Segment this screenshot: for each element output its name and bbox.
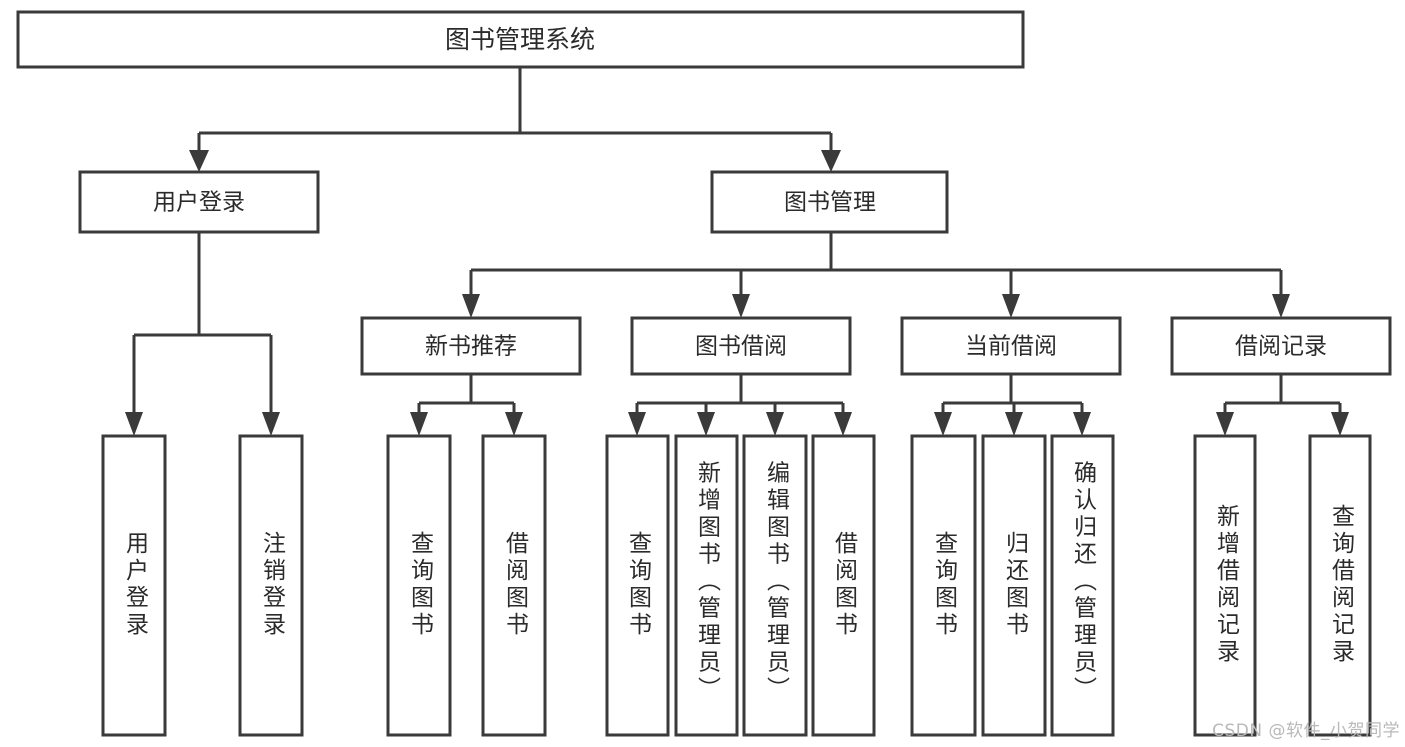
leaf-borrow-book-rec[interactable]: 借阅图书 <box>481 434 547 737</box>
user-login-box[interactable] <box>78 170 320 234</box>
leaf-user-login[interactable]: 用户登录 <box>101 434 167 737</box>
leaf-query-book-current-label: 查询图书 <box>931 531 959 639</box>
connector-group-book-borrow <box>628 374 852 436</box>
leaf-add-borrow-record-box[interactable] <box>1193 434 1257 737</box>
current-borrow-box[interactable] <box>900 316 1122 376</box>
borrow-record-label: 借阅记录 <box>1235 334 1327 360</box>
leaf-borrow-book-borrow[interactable]: 借阅图书 <box>811 434 876 737</box>
leaf-add-book-admin[interactable]: 新增图书（管理员） <box>674 434 739 737</box>
node-book-borrow[interactable]: 图书借阅 <box>630 316 852 376</box>
leaf-return-book-label: 归还图书 <box>1002 531 1030 639</box>
current-borrow-label: 当前借阅 <box>965 334 1057 360</box>
arrowhead-leaf-user-login <box>125 412 143 436</box>
leaf-user-login-box[interactable] <box>101 434 167 737</box>
leaf-edit-book-admin-box[interactable] <box>742 434 808 737</box>
leaf-query-book-borrow-label: 查询图书 <box>625 531 653 639</box>
user-login-label: 用户登录 <box>153 190 245 216</box>
leaf-query-book-rec-label: 查询图书 <box>407 531 435 639</box>
connector-group-book-mgmt <box>462 232 1290 318</box>
leaf-confirm-return-admin-box[interactable] <box>1050 434 1115 737</box>
arrowhead-new-book-rec <box>462 294 480 318</box>
arrowhead-leaf-edit-book <box>766 412 784 436</box>
leaf-query-borrow-record-label: 查询借阅记录 <box>1328 504 1356 666</box>
node-root-system[interactable]: 图书管理系统 <box>16 10 1025 69</box>
arrowhead-leaf-add-record <box>1216 412 1234 436</box>
leaf-user-login-label: 用户登录 <box>122 531 150 639</box>
arrowhead-leaf-borrow-book-2 <box>834 412 852 436</box>
arrowhead-user-login <box>189 150 209 172</box>
leaf-query-borrow-record[interactable]: 查询借阅记录 <box>1308 434 1372 737</box>
arrowhead-book-mgmt <box>821 150 841 172</box>
arrowhead-leaf-query-book-3 <box>934 412 952 436</box>
connector-group-borrow-record <box>1216 374 1349 436</box>
arrowhead-leaf-query-book-1 <box>410 412 428 436</box>
leaf-logout-label: 注销登录 <box>259 531 287 639</box>
leaf-return-book-box[interactable] <box>981 434 1047 737</box>
leaf-query-book-rec[interactable]: 查询图书 <box>386 434 452 737</box>
leaf-confirm-return-admin-label: 确认归还（管理员） <box>1070 461 1098 704</box>
book-borrow-label: 图书借阅 <box>695 334 787 360</box>
leaf-borrow-book-borrow-label: 借阅图书 <box>831 531 859 639</box>
borrow-record-box[interactable] <box>1170 316 1392 376</box>
leaf-query-borrow-record-box[interactable] <box>1308 434 1372 737</box>
leaf-query-book-borrow[interactable]: 查询图书 <box>605 434 670 737</box>
leaf-add-borrow-record[interactable]: 新增借阅记录 <box>1193 434 1257 737</box>
leaf-add-borrow-record-label: 新增借阅记录 <box>1213 504 1241 666</box>
connector-group-user-login <box>125 232 280 436</box>
arrowhead-leaf-add-book <box>697 412 715 436</box>
new-book-recommend-box[interactable] <box>360 316 582 376</box>
book-management-box[interactable] <box>710 170 949 234</box>
connector-group-new-book-rec <box>410 374 523 436</box>
arrowhead-leaf-borrow-book-1 <box>505 412 523 436</box>
node-new-book-recommend[interactable]: 新书推荐 <box>360 316 582 376</box>
arrowhead-leaf-query-record <box>1331 412 1349 436</box>
leaf-edit-book-admin-label: 编辑图书（管理员） <box>763 461 791 704</box>
connector-group-current-borrow <box>934 374 1091 436</box>
new-book-recommend-label: 新书推荐 <box>425 334 517 360</box>
node-book-management[interactable]: 图书管理 <box>710 170 949 234</box>
arrowhead-current-borrow <box>1002 294 1020 318</box>
connector-group-root <box>189 67 841 172</box>
arrowhead-borrow-record <box>1272 294 1290 318</box>
leaf-query-book-current[interactable]: 查询图书 <box>910 434 977 737</box>
leaf-query-book-borrow-box[interactable] <box>605 434 670 737</box>
leaf-edit-book-admin[interactable]: 编辑图书（管理员） <box>742 434 808 737</box>
leaf-query-book-rec-box[interactable] <box>386 434 452 737</box>
leaf-borrow-book-rec-label: 借阅图书 <box>502 531 530 639</box>
arrowhead-book-borrow <box>732 294 750 318</box>
node-borrow-record[interactable]: 借阅记录 <box>1170 316 1392 376</box>
root-box[interactable] <box>16 10 1025 69</box>
leaf-add-book-admin-box[interactable] <box>674 434 739 737</box>
leaf-return-book[interactable]: 归还图书 <box>981 434 1047 737</box>
node-user-login[interactable]: 用户登录 <box>78 170 320 234</box>
root-label: 图书管理系统 <box>445 25 595 54</box>
node-current-borrow[interactable]: 当前借阅 <box>900 316 1122 376</box>
leaf-confirm-return-admin[interactable]: 确认归还（管理员） <box>1050 434 1115 737</box>
arrowhead-leaf-return-book <box>1005 412 1023 436</box>
arrowhead-leaf-confirm-return <box>1073 412 1091 436</box>
csdn-watermark: CSDN @软件_小贺同学 <box>1212 721 1400 741</box>
leaf-query-book-current-box[interactable] <box>910 434 977 737</box>
arrowhead-leaf-query-book-2 <box>628 412 646 436</box>
leaf-logout-box[interactable] <box>238 434 304 737</box>
leaf-borrow-book-borrow-box[interactable] <box>811 434 876 737</box>
leaf-logout[interactable]: 注销登录 <box>238 434 304 737</box>
arrowhead-leaf-logout <box>262 412 280 436</box>
book-borrow-box[interactable] <box>630 316 852 376</box>
book-management-label: 图书管理 <box>784 190 876 216</box>
leaf-borrow-book-rec-box[interactable] <box>481 434 547 737</box>
leaf-add-book-admin-label: 新增图书（管理员） <box>694 461 722 704</box>
